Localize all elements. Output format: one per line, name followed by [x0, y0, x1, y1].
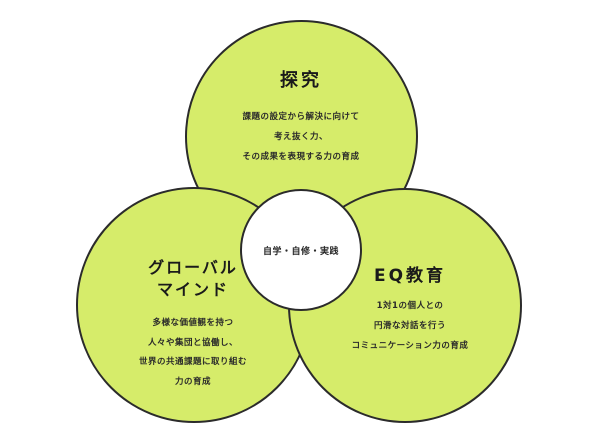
global-mind-title-line-1: グローバル: [148, 258, 238, 277]
global-mind-title-line-2: マインド: [156, 280, 229, 299]
global-mind-line-1: 多様な価値観を持つ: [152, 318, 234, 328]
inquiry-line-3: その成果を表現する力の育成: [242, 152, 360, 162]
global-mind-line-2: 人々や集団と協働し、: [147, 337, 239, 348]
eq-line-2: 円滑な対話を行う: [373, 321, 446, 331]
global-mind-line-4: 力の育成: [174, 376, 212, 387]
global-mind-line-3: 世界の共通課題に取り組む: [138, 357, 248, 367]
center-label: 自学・自修・実践: [262, 247, 340, 257]
eq-education-description: 1対1の個人との 円滑な対話を行う コミュニケーション力の育成: [352, 296, 469, 356]
inquiry-line-2: 考え抜く力、: [273, 132, 329, 142]
inquiry-title: 探究: [280, 70, 322, 91]
eq-education-title: EQ教育: [373, 266, 447, 286]
global-mind-description: 多様な価値観を持つ 人々や集団と協働し、 世界の共通課題に取り組む 力の育成: [139, 314, 247, 392]
circle-center: [240, 189, 362, 311]
inquiry-description: 課題の設定から解決に向けて 考え抜く力、 その成果を表現する力の育成: [242, 107, 359, 167]
inquiry-line-1: 課題の設定から解決に向けて: [242, 112, 360, 122]
eq-line-1: 1対1の個人との: [376, 301, 444, 311]
global-mind-title: グローバル マインド: [148, 257, 238, 301]
eq-line-3: コミュニケーション力の育成: [351, 341, 469, 351]
